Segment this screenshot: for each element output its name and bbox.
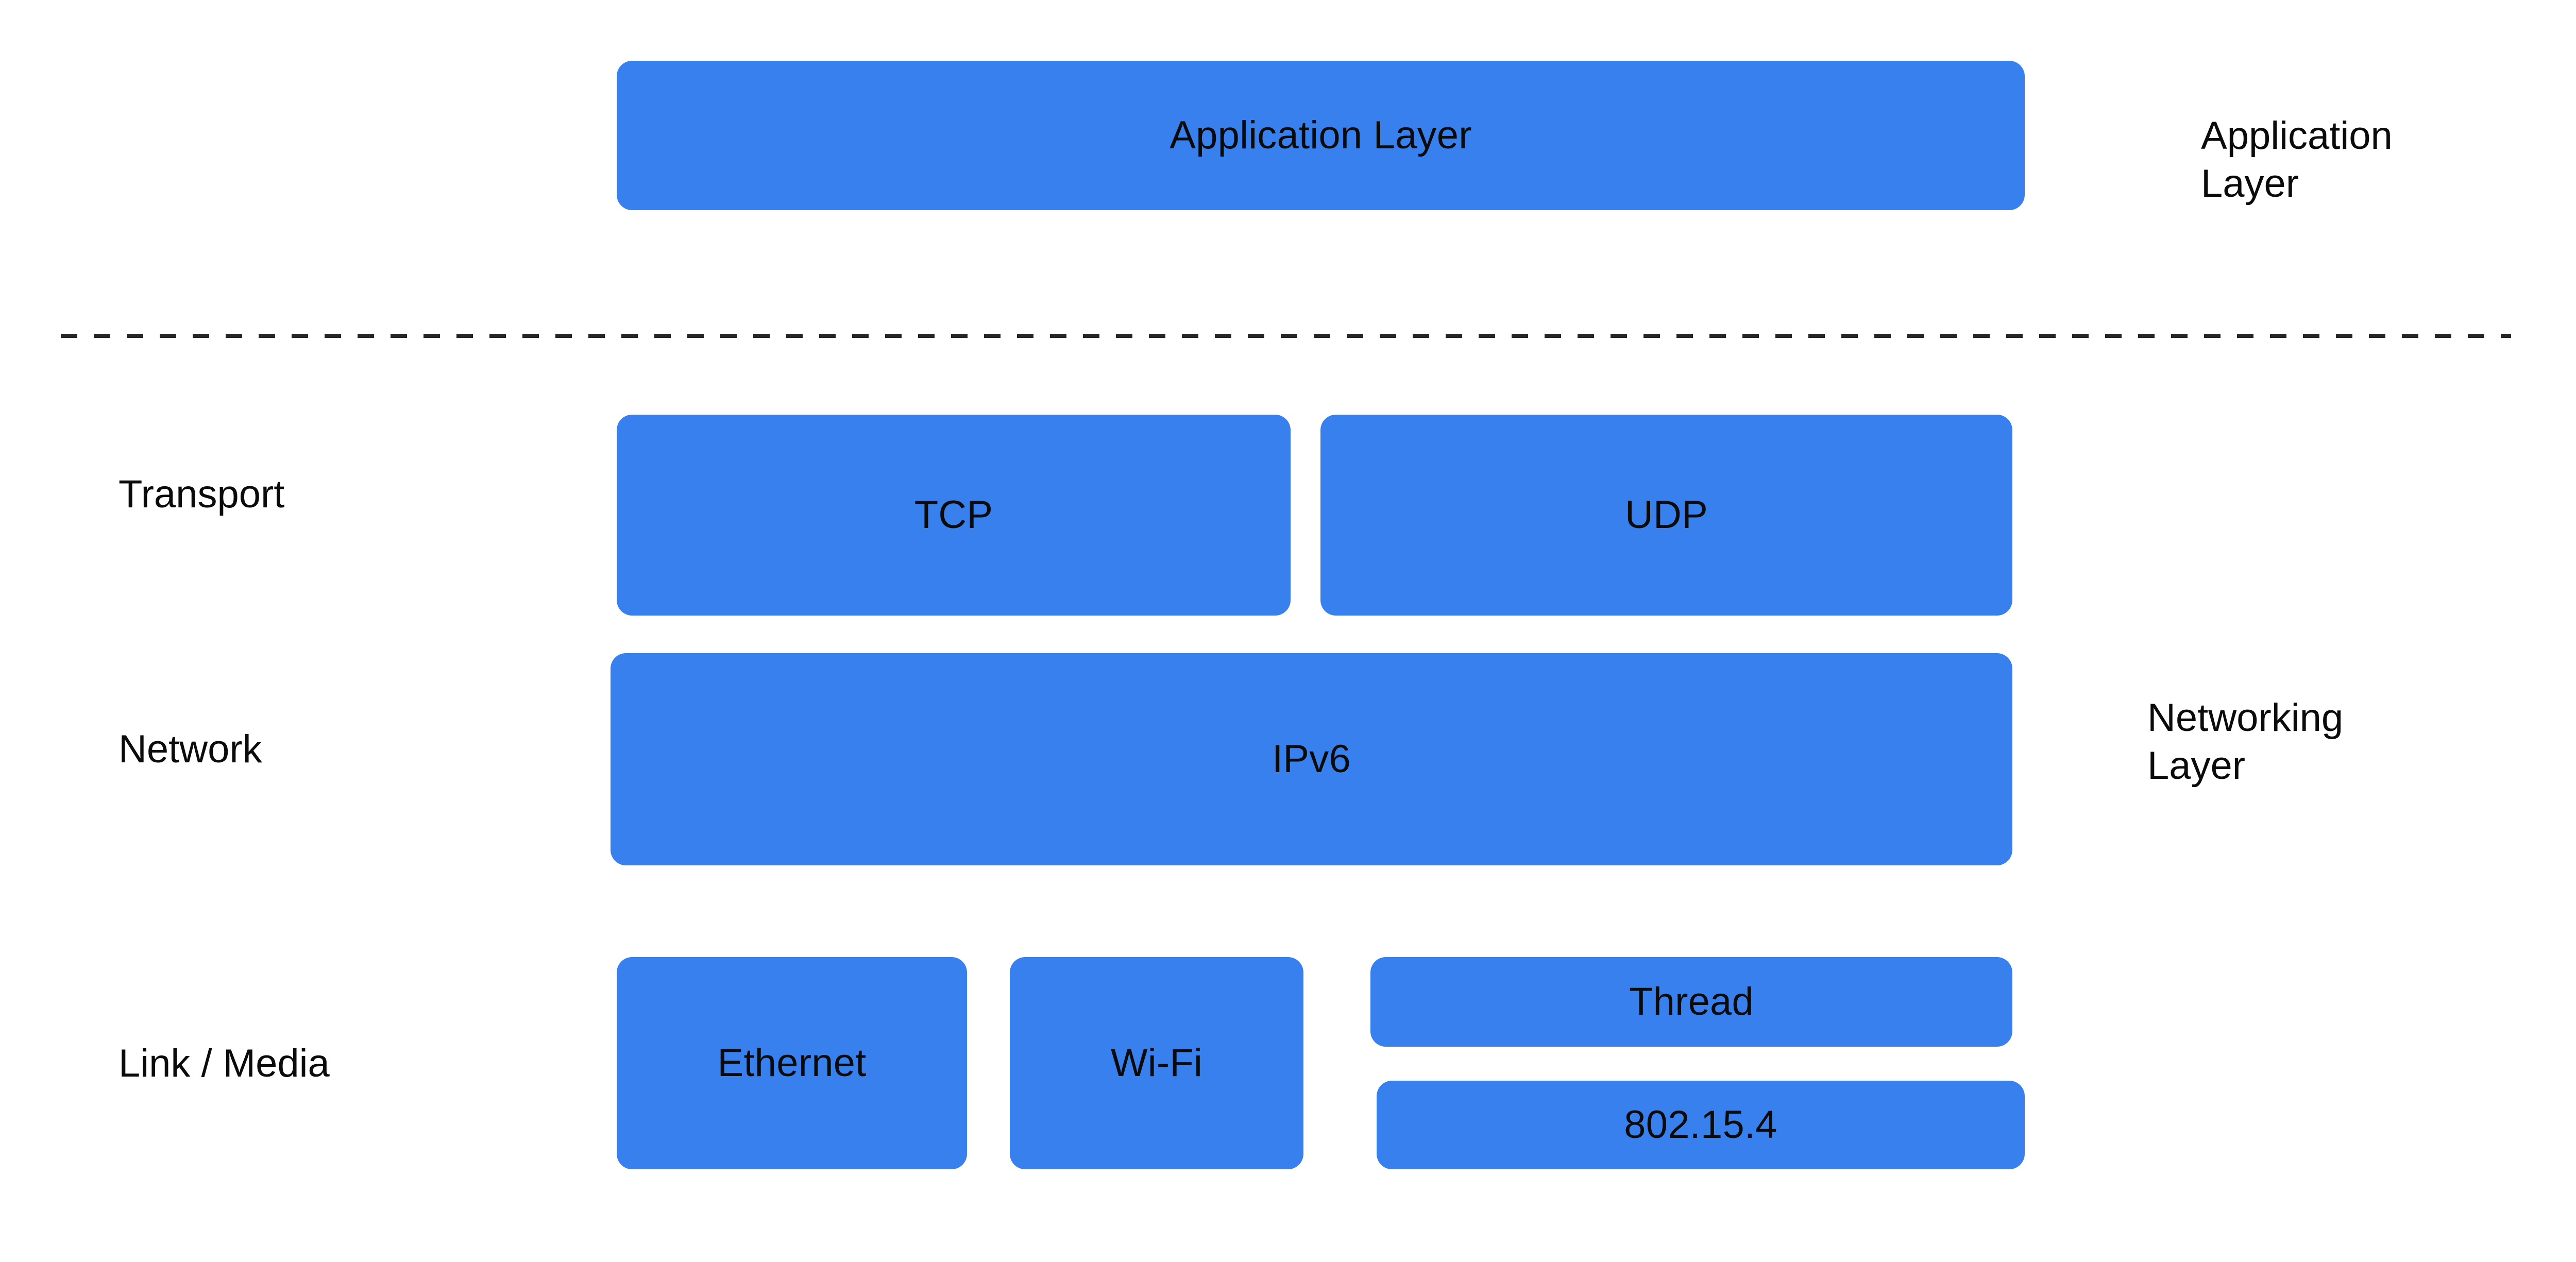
application-networking-divider [61, 334, 2511, 338]
group-label-networking-layer: Networking Layer [2147, 696, 2344, 788]
group-label-application-layer: Application Layer [2201, 114, 2393, 206]
ethernet-box[interactable]: Ethernet [617, 957, 967, 1169]
ieee802154-box[interactable]: 802.15.4 [1377, 1081, 2025, 1169]
wifi-box[interactable]: Wi-Fi [1010, 957, 1303, 1169]
row-label-transport: Transport [118, 472, 285, 517]
ieee802154-box-label: 802.15.4 [1624, 1103, 1777, 1147]
ethernet-box-label: Ethernet [717, 1041, 867, 1085]
tcp-box[interactable]: TCP [617, 415, 1291, 616]
wifi-box-label: Wi-Fi [1110, 1041, 1203, 1085]
thread-box-label: Thread [1629, 980, 1754, 1024]
udp-box[interactable]: UDP [1320, 415, 2012, 616]
udp-box-label: UDP [1624, 493, 1708, 537]
ipv6-box[interactable]: IPv6 [611, 653, 2012, 865]
application-layer-box-label: Application Layer [1170, 113, 1472, 157]
tcp-box-label: TCP [914, 493, 993, 537]
application-layer-box[interactable]: Application Layer [617, 61, 2025, 210]
row-label-network: Network [118, 727, 262, 772]
ipv6-box-label: IPv6 [1272, 737, 1351, 781]
row-label-link-media: Link / Media [118, 1042, 330, 1086]
thread-box[interactable]: Thread [1370, 957, 2012, 1047]
